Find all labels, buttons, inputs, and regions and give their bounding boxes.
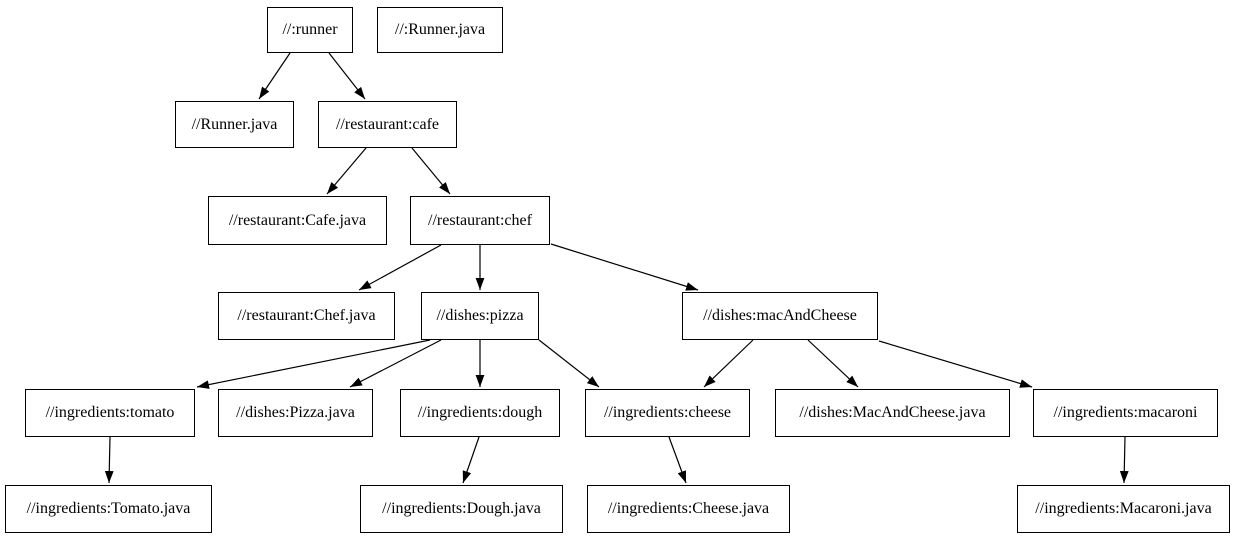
edge-runner-to-cafe	[328, 52, 366, 100]
node-mac-and-cheese-java: //dishes:MacAndCheese.java	[775, 389, 1010, 437]
edge-macaroni-to-macaroni-java	[1119, 436, 1129, 484]
edge-chef-to-mac-and-cheese	[550, 243, 699, 291]
edge-cheese-to-cheese-java	[668, 436, 687, 484]
node-pizza: //dishes:pizza	[421, 292, 539, 340]
node-pizza-java: //dishes:Pizza.java	[218, 389, 373, 437]
node-runner-java: //Runner.java	[175, 101, 294, 148]
node-dough: //ingredients:dough	[400, 389, 560, 437]
edge-mac-and-cheese-to-cheese	[703, 339, 754, 388]
node-runner: //:runner	[267, 7, 353, 53]
node-cafe: //restaurant:cafe	[318, 101, 457, 148]
node-macaroni: //ingredients:macaroni	[1033, 389, 1218, 437]
node-chef: //restaurant:chef	[410, 196, 550, 245]
edge-pizza-to-pizza-java	[349, 339, 442, 388]
node-tomato-java: //ingredients:Tomato.java	[5, 485, 212, 533]
edge-cafe-to-chef	[411, 147, 451, 195]
node-tomato: //ingredients:tomato	[25, 389, 195, 437]
node-chef-java: //restaurant:Chef.java	[218, 292, 395, 340]
edge-chef-to-chef-java	[358, 244, 442, 291]
edge-runner-to-runner-java	[258, 52, 291, 100]
node-cheese-java: //ingredients:Cheese.java	[587, 485, 790, 533]
node-macaroni-java: //ingredients:Macaroni.java	[1017, 485, 1230, 533]
edge-pizza-to-cheese	[538, 339, 600, 388]
edge-dough-to-dough-java	[462, 436, 480, 484]
edge-tomato-to-tomato-java	[104, 436, 114, 484]
node-cafe-java: //restaurant:Cafe.java	[208, 196, 387, 245]
edge-mac-and-cheese-to-mac-and-cheese-java	[807, 339, 859, 388]
node-runner-java-top: //:Runner.java	[377, 7, 503, 53]
edge-pizza-to-tomato	[196, 339, 431, 389]
edge-mac-and-cheese-to-macaroni	[878, 340, 1033, 388]
edge-cafe-to-cafe-java	[326, 147, 367, 195]
node-cheese: //ingredients:cheese	[585, 389, 750, 437]
node-mac-and-cheese: //dishes:macAndCheese	[682, 292, 878, 340]
node-dough-java: //ingredients:Dough.java	[360, 485, 563, 533]
